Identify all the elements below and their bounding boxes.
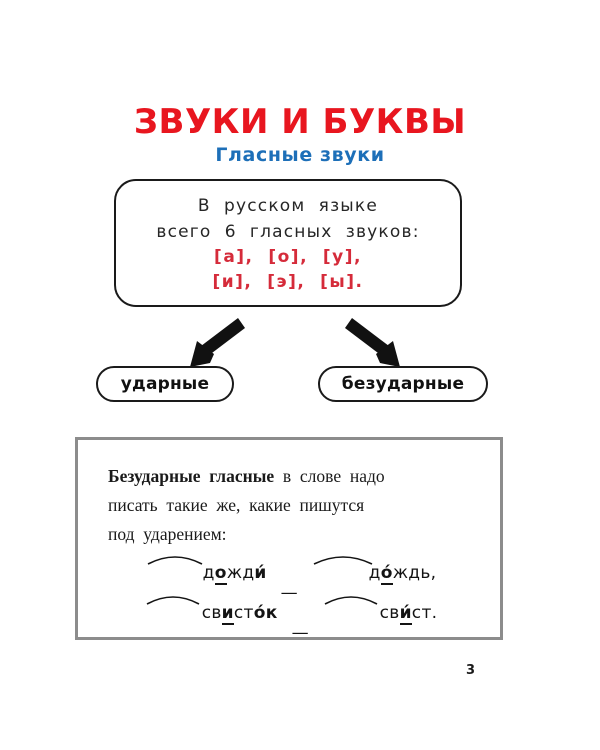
- rule-line-1-bold: Безударные гласные: [108, 466, 275, 486]
- example-prefix: св: [201, 603, 222, 623]
- example-marked-vowel: и: [221, 603, 234, 625]
- rule-line-3: под ударением:: [108, 524, 227, 544]
- pill-unstressed-label: безударные: [341, 374, 465, 394]
- phoneme-row-2: [и], [э], [ы].: [212, 272, 364, 292]
- example-suffix: ст.: [411, 603, 438, 623]
- example-dash: —: [291, 623, 309, 643]
- pill-stressed-label: ударные: [120, 374, 210, 394]
- arrow-down-right-icon: [344, 316, 404, 374]
- pill-stressed[interactable]: ударные: [96, 366, 234, 402]
- example-marked-vowel: и́: [399, 603, 412, 625]
- phoneme-row-1: [а], [о], [у],: [214, 247, 362, 267]
- page-number: 3: [466, 663, 476, 678]
- rule-line-2: писать такие же, какие пишутся: [108, 495, 365, 515]
- pill-unstressed[interactable]: безударные: [318, 366, 488, 402]
- example-prefix: д: [202, 563, 215, 583]
- example-suffix: ждь,: [392, 563, 437, 583]
- vowel-box-line-2: всего 6 гласных звуков:: [156, 222, 420, 242]
- example-suffix: жд: [226, 563, 255, 583]
- vowel-box-line-1: В русском языке: [197, 196, 379, 216]
- example-suffix: ст: [233, 603, 254, 623]
- example-dash: —: [280, 583, 298, 603]
- example-row: свисто́к — сви́ст.: [108, 596, 474, 643]
- example-word: свисто́к: [145, 553, 278, 643]
- example-marked-vowel: о: [214, 563, 227, 585]
- example-word: сви́ст.: [323, 553, 438, 643]
- example-prefix: св: [379, 603, 400, 623]
- example-stressed-vowel: о́к: [253, 603, 278, 623]
- vowel-definition-box: В русском языке всего 6 гласных звуков: …: [114, 179, 462, 307]
- root-arc-icon: [323, 553, 391, 645]
- example-stressed-vowel: и́: [254, 563, 267, 583]
- rule-line-1-rest: в слове надо: [274, 466, 385, 486]
- arrow-down-left-icon: [186, 316, 246, 374]
- rule-line-1: Безударные гласные в слове надо: [108, 462, 474, 491]
- example-prefix: д: [368, 563, 381, 583]
- examples-block: дожди́ — до́ждь, свисто́к —: [108, 556, 474, 643]
- example-marked-vowel: о́: [380, 563, 393, 585]
- root-arc-icon: [145, 553, 213, 645]
- page-title: ЗВУКИ И БУКВЫ: [133, 101, 467, 142]
- section-subtitle: Гласные звуки: [215, 144, 385, 166]
- rule-box: Безударные гласные в слове надо писать т…: [75, 437, 503, 643]
